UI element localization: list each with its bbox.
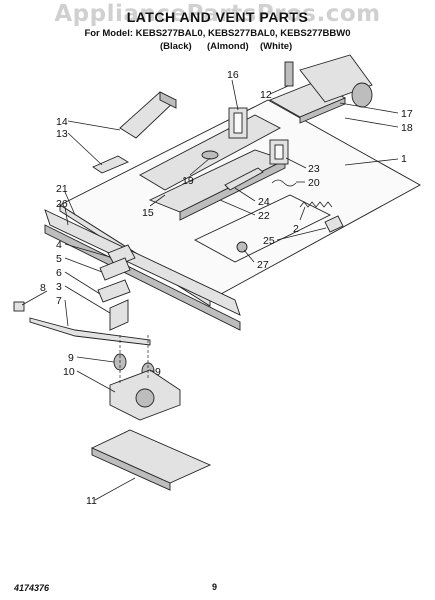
page-number: 9: [212, 582, 218, 592]
leader-24: [234, 187, 256, 202]
callout-11: 11: [86, 495, 97, 507]
callout-17: 17: [401, 108, 413, 120]
callout-10: 10: [63, 366, 75, 378]
gasket-opening: [233, 112, 243, 134]
leader-6: [64, 271, 101, 295]
callout-7: 7: [56, 295, 62, 307]
callout-19: 19: [182, 175, 194, 187]
spring-part-20: [271, 179, 297, 187]
leader-18: [344, 117, 399, 128]
leader-23: [285, 157, 307, 169]
bracket-part-6: [97, 279, 131, 303]
leader-3: [64, 285, 111, 314]
leader-19: [189, 157, 211, 176]
callout-9-left: 9: [68, 352, 74, 364]
box-part-3: [109, 299, 129, 331]
callout-20: 20: [308, 177, 320, 189]
callout-12: 12: [260, 89, 272, 101]
leader-16: [231, 79, 239, 111]
leader-22: [219, 199, 256, 216]
callout-14: 14: [56, 116, 68, 128]
base-plate-edge: [91, 447, 171, 491]
leader-21: [64, 191, 76, 216]
leader-26: [64, 206, 69, 226]
knob-part-19: [201, 150, 219, 160]
color-label-black: (Black): [160, 41, 192, 52]
callout-13: 13: [56, 128, 68, 140]
callout-9-right: 9: [155, 366, 161, 378]
callout-6: 6: [56, 267, 62, 279]
diagram-title: LATCH AND VENT PARTS: [126, 9, 309, 25]
callout-26: 26: [56, 198, 68, 210]
callout-25: 25: [263, 235, 275, 247]
callout-15: 15: [142, 207, 154, 219]
leader-12: [269, 85, 289, 95]
footer-code: 4174376: [14, 583, 50, 593]
front-rail-part-26: [44, 224, 241, 331]
bracket-part-25: [324, 215, 344, 233]
vent-tube: [224, 167, 264, 191]
leader-27: [243, 249, 255, 263]
cylinder-end: [351, 82, 373, 108]
callout-5: 5: [56, 253, 62, 265]
leader-7: [64, 299, 69, 327]
leader-17: [339, 102, 399, 114]
leader-25: [276, 227, 327, 241]
panel-cutout: [194, 194, 332, 263]
leader-15: [149, 194, 166, 207]
callout-3: 3: [56, 281, 62, 293]
leader-5: [64, 257, 103, 273]
plate-part-13: [92, 155, 129, 174]
block-part-8: [13, 301, 25, 312]
leader-2: [299, 206, 306, 221]
bracket-part-14-edge: [159, 91, 177, 109]
clip-part-2: [299, 201, 333, 208]
callout-27: 27: [257, 259, 269, 271]
front-rail-part-21: [44, 209, 241, 316]
callout-8: 8: [40, 282, 46, 294]
callout-24: 24: [258, 196, 270, 208]
callout-1: 1: [401, 153, 407, 165]
leader-14: [67, 120, 121, 131]
small-tab-part-12: [284, 61, 294, 87]
callout-16: 16: [227, 69, 239, 81]
latch-part-4: [107, 244, 136, 267]
model-list: For Model: KEBS277BAL0, KEBS277BAL0, KEB…: [84, 28, 351, 39]
callout-4: 4: [56, 239, 62, 251]
latch-gear: [135, 388, 155, 408]
callout-22: 22: [258, 210, 270, 222]
watermark: AppliancePartsPros.com: [54, 1, 381, 27]
callout-21: 21: [56, 183, 68, 195]
callout-18: 18: [401, 122, 413, 134]
callout-23: 23: [308, 163, 320, 175]
leader-4: [64, 243, 111, 258]
leader-8: [21, 290, 48, 306]
leader-10: [76, 370, 116, 393]
leader-13: [67, 132, 103, 166]
callout-2: 2: [293, 223, 299, 235]
leader-9-left: [76, 356, 115, 363]
color-label-almond: (Almond): [207, 41, 249, 52]
vent-part-23-opening: [274, 144, 284, 160]
screw-part-27: [236, 241, 248, 253]
plate-part-5: [99, 257, 131, 281]
leader-1: [344, 158, 399, 166]
leader-11: [94, 477, 136, 501]
link-rod-part-7: [29, 317, 151, 346]
color-label-white: (White): [260, 41, 293, 52]
